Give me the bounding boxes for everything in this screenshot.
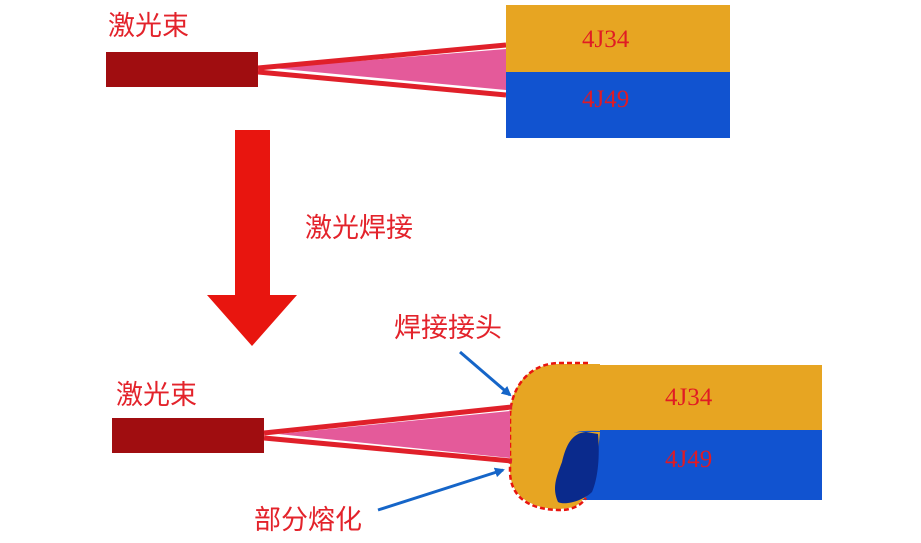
bottom-plates xyxy=(560,365,822,500)
top-laser-beam xyxy=(257,42,507,98)
melt-pool xyxy=(555,432,599,504)
bottom-laser-beam xyxy=(263,404,513,464)
top-beam-label: 激光束 xyxy=(108,11,189,42)
top-plates: 4J34 4J49 xyxy=(506,5,730,138)
process-arrow-shape xyxy=(207,130,297,346)
weld-joint-bead-fill xyxy=(511,364,600,508)
top-laser-body xyxy=(106,52,258,87)
top-lower-plate xyxy=(506,72,730,138)
top-upper-plate-label: 4J34 xyxy=(582,26,630,53)
partial-melt-pointer-arrow xyxy=(377,467,505,512)
weld-joint-pointer-arrow xyxy=(459,350,512,397)
top-section: 激光束 4J34 4J49 xyxy=(106,5,730,138)
top-lower-plate-label: 4J49 xyxy=(582,86,629,113)
partial-melt-label: 部分熔化 xyxy=(254,505,362,536)
weld-joint xyxy=(508,361,600,512)
bottom-upper-plate xyxy=(560,365,822,430)
process-arrow: 激光焊接 xyxy=(207,130,413,346)
weld-joint-outline xyxy=(508,361,588,512)
bottom-laser-body xyxy=(112,418,264,453)
bottom-upper-plate-label: 4J34 xyxy=(665,384,713,411)
bottom-section: 激光束 4J34 4J49 焊接接头 部分熔化 xyxy=(112,313,822,536)
bottom-beam-label: 激光束 xyxy=(116,380,197,411)
process-arrow-label: 激光焊接 xyxy=(305,213,413,244)
bottom-lower-plate-label: 4J49 xyxy=(665,446,712,473)
top-upper-plate xyxy=(506,5,730,72)
weld-joint-label: 焊接接头 xyxy=(394,313,502,344)
bottom-lower-plate xyxy=(560,430,822,500)
